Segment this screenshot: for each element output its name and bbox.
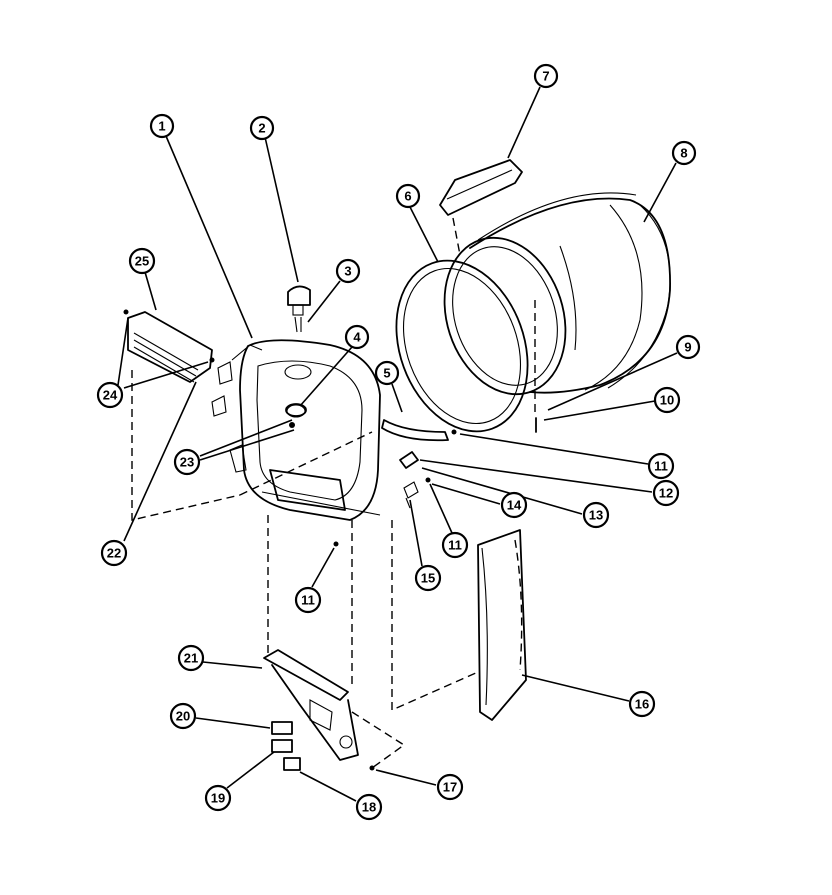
drum-seal-part bbox=[395, 259, 529, 433]
callout-18: 18 bbox=[355, 793, 383, 821]
callout-9-label: 9 bbox=[684, 340, 691, 355]
duct-gasket-part bbox=[271, 721, 301, 771]
callout-12-label: 12 bbox=[659, 486, 673, 501]
callout-8: 8 bbox=[671, 140, 697, 166]
assembly-lines bbox=[131, 300, 536, 769]
filter-bracket-part bbox=[211, 361, 233, 417]
exhaust-duct-part bbox=[263, 649, 359, 761]
callout-1-label: 1 bbox=[158, 119, 165, 134]
drum-glide-part bbox=[381, 419, 449, 469]
callout-11a-label: 11 bbox=[654, 459, 668, 474]
callout-18-label: 18 bbox=[362, 800, 376, 815]
thermostat-part bbox=[287, 285, 311, 333]
callout-16: 16 bbox=[628, 690, 656, 718]
callout-20-label: 20 bbox=[176, 709, 190, 724]
callout-2-label: 2 bbox=[258, 121, 265, 136]
callout-17: 17 bbox=[436, 773, 464, 801]
lint-filter-part bbox=[123, 309, 215, 383]
callout-16-label: 16 bbox=[635, 697, 649, 712]
callout-8-label: 8 bbox=[680, 146, 687, 161]
callout-11b-label: 11 bbox=[448, 538, 462, 553]
callout-12: 12 bbox=[652, 479, 680, 507]
callout-5-label: 5 bbox=[383, 366, 390, 381]
leader-lines bbox=[117, 86, 678, 802]
callout-13: 13 bbox=[582, 501, 610, 529]
front-bulkhead-part bbox=[229, 339, 381, 521]
callout-3-label: 3 bbox=[344, 264, 351, 279]
callout-19: 19 bbox=[204, 784, 232, 812]
callout-13-label: 13 bbox=[589, 508, 603, 523]
callout-10: 10 bbox=[653, 386, 681, 414]
callout-9: 9 bbox=[675, 334, 701, 360]
callout-15-label: 15 bbox=[421, 571, 435, 586]
callout-15: 15 bbox=[414, 564, 442, 592]
callout-19-label: 19 bbox=[211, 791, 225, 806]
callout-24: 24 bbox=[96, 381, 124, 409]
callout-22-label: 22 bbox=[107, 546, 121, 561]
callout-25-label: 25 bbox=[135, 254, 149, 269]
callout-7: 7 bbox=[533, 63, 559, 89]
callout-7-label: 7 bbox=[542, 69, 549, 84]
callout-10-label: 10 bbox=[660, 393, 674, 408]
callout-25: 25 bbox=[128, 247, 156, 275]
bearing-part bbox=[285, 403, 307, 428]
baffle-part bbox=[439, 159, 523, 256]
callout-21-label: 21 bbox=[184, 651, 198, 666]
callout-22: 22 bbox=[100, 539, 128, 567]
access-panel-part bbox=[477, 529, 527, 721]
callout-23-label: 23 bbox=[180, 455, 194, 470]
callout-6: 6 bbox=[395, 183, 421, 209]
callout-14-label: 14 bbox=[507, 498, 522, 513]
callout-5: 5 bbox=[374, 360, 400, 386]
callout-23: 23 bbox=[173, 448, 201, 476]
callout-14: 14 bbox=[500, 491, 528, 519]
drum-part bbox=[443, 192, 671, 396]
callout-21: 21 bbox=[177, 644, 205, 672]
callout-11c: 11 bbox=[294, 586, 322, 614]
callout-4: 4 bbox=[344, 324, 370, 350]
callout-3: 3 bbox=[335, 258, 361, 284]
callout-2: 2 bbox=[249, 115, 275, 141]
callout-17-label: 17 bbox=[443, 780, 457, 795]
callout-4-label: 4 bbox=[353, 330, 361, 345]
callout-20: 20 bbox=[169, 702, 197, 730]
callout-1: 1 bbox=[149, 113, 175, 139]
fastener-part bbox=[333, 417, 537, 771]
callout-11b: 11 bbox=[441, 531, 469, 559]
callout-11a: 11 bbox=[647, 452, 675, 480]
callout-11c-label: 11 bbox=[301, 593, 315, 608]
callout-6-label: 6 bbox=[404, 189, 411, 204]
callout-24-label: 24 bbox=[103, 388, 118, 403]
